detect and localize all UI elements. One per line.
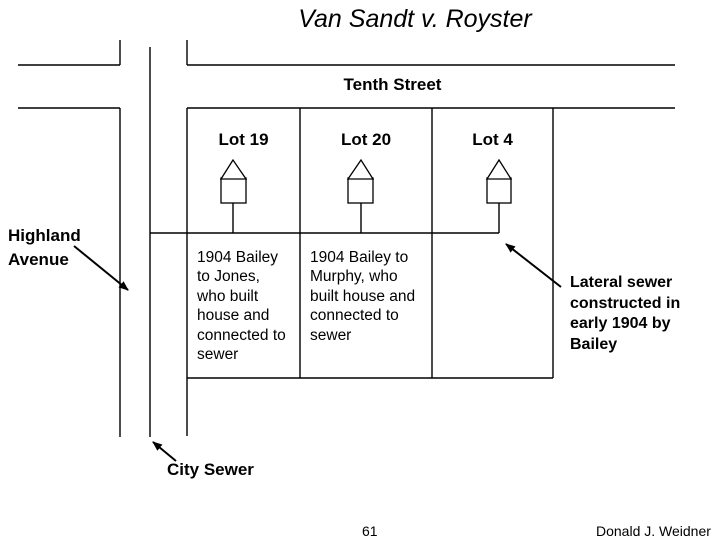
highland-avenue-arrow-icon: [73, 245, 129, 291]
house-icon: [346, 158, 375, 204]
city-sewer-label: City Sewer: [167, 460, 254, 479]
footer-author: Donald J. Weidner: [596, 523, 711, 539]
highland-avenue-label: Highland Avenue: [8, 226, 81, 269]
lot-boundaries: [186, 108, 554, 436]
houses: [219, 158, 513, 204]
lot-4-label: Lot 4: [472, 130, 513, 149]
lot-20-label: Lot 20: [340, 130, 392, 149]
page-number: 61: [362, 523, 378, 539]
lot-19-note: 1904 Bailey to Jones, who built house an…: [197, 249, 286, 364]
lateral-sewer-arrow-icon: [505, 243, 562, 288]
house-icon: [485, 158, 513, 204]
sewer-lines: [149, 47, 500, 437]
lot-19-label: Lot 19: [218, 130, 269, 149]
annotation-arrows: [73, 243, 562, 462]
street-lines: [18, 40, 675, 437]
lot-20-note: 1904 Bailey to Murphy, who built house a…: [310, 249, 416, 344]
house-icon: [219, 158, 248, 204]
city-sewer-arrow-icon: [152, 441, 177, 462]
slide-title: Van Sandt v. Royster: [298, 5, 532, 33]
tenth-street-label: Tenth Street: [343, 75, 442, 94]
lateral-sewer-note: Lateral sewer constructed in early 1904 …: [570, 274, 681, 353]
